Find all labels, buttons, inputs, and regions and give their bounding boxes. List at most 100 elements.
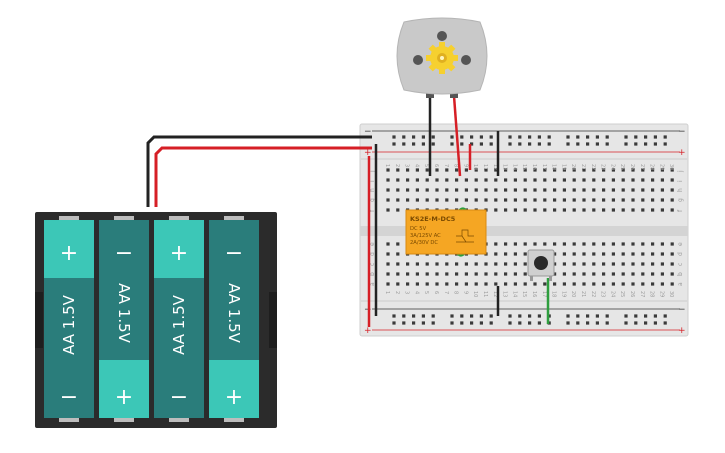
- breadboard-hole[interactable]: [523, 198, 527, 202]
- breadboard-hole[interactable]: [494, 262, 498, 266]
- breadboard-hole[interactable]: [670, 272, 674, 276]
- breadboard-hole[interactable]: [631, 198, 635, 202]
- breadboard-hole[interactable]: [660, 208, 664, 212]
- breadboard-hole[interactable]: [670, 208, 674, 212]
- breadboard-hole[interactable]: [543, 208, 547, 212]
- rail-hole[interactable]: [431, 135, 435, 139]
- breadboard-hole[interactable]: [445, 272, 449, 276]
- breadboard-hole[interactable]: [464, 272, 468, 276]
- breadboard-hole[interactable]: [592, 168, 596, 172]
- breadboard-hole[interactable]: [445, 178, 449, 182]
- breadboard-hole[interactable]: [602, 262, 606, 266]
- breadboard-hole[interactable]: [631, 178, 635, 182]
- breadboard-hole[interactable]: [474, 178, 478, 182]
- breadboard-hole[interactable]: [543, 242, 547, 246]
- breadboard-hole[interactable]: [602, 282, 606, 286]
- breadboard-hole[interactable]: [513, 188, 517, 192]
- breadboard-hole[interactable]: [602, 168, 606, 172]
- breadboard-hole[interactable]: [415, 168, 419, 172]
- breadboard-hole[interactable]: [670, 188, 674, 192]
- rail-hole[interactable]: [537, 142, 541, 146]
- breadboard-hole[interactable]: [582, 188, 586, 192]
- breadboard-hole[interactable]: [396, 178, 400, 182]
- breadboard-hole[interactable]: [533, 188, 537, 192]
- breadboard-hole[interactable]: [641, 272, 645, 276]
- breadboard-hole[interactable]: [553, 242, 557, 246]
- breadboard-hole[interactable]: [425, 262, 429, 266]
- breadboard-hole[interactable]: [396, 168, 400, 172]
- wire-battery-red[interactable]: [154, 146, 372, 207]
- rail-hole[interactable]: [421, 314, 425, 318]
- breadboard-hole[interactable]: [435, 168, 439, 172]
- breadboard-hole[interactable]: [641, 208, 645, 212]
- breadboard-hole[interactable]: [631, 272, 635, 276]
- breadboard-hole[interactable]: [553, 272, 557, 276]
- breadboard-hole[interactable]: [611, 262, 615, 266]
- rail-hole[interactable]: [450, 135, 454, 139]
- rail-hole[interactable]: [624, 135, 628, 139]
- rail-hole[interactable]: [586, 142, 590, 146]
- breadboard-hole[interactable]: [386, 282, 390, 286]
- breadboard-hole[interactable]: [396, 198, 400, 202]
- breadboard-hole[interactable]: [494, 168, 498, 172]
- breadboard-hole[interactable]: [504, 168, 508, 172]
- breadboard-hole[interactable]: [670, 252, 674, 256]
- breadboard-hole[interactable]: [455, 178, 459, 182]
- breadboard-hole[interactable]: [406, 168, 410, 172]
- breadboard-hole[interactable]: [641, 188, 645, 192]
- breadboard-hole[interactable]: [562, 242, 566, 246]
- breadboard-hole[interactable]: [386, 242, 390, 246]
- breadboard-hole[interactable]: [523, 242, 527, 246]
- breadboard-hole[interactable]: [631, 252, 635, 256]
- rail-hole[interactable]: [460, 135, 464, 139]
- breadboard-hole[interactable]: [504, 262, 508, 266]
- breadboard-hole[interactable]: [386, 272, 390, 276]
- battery-pack[interactable]: +−AA 1.5V−+AA 1.5V+−AA 1.5V−+AA 1.5V: [35, 212, 277, 428]
- rail-hole[interactable]: [595, 321, 599, 325]
- breadboard-hole[interactable]: [533, 208, 537, 212]
- breadboard-hole[interactable]: [504, 188, 508, 192]
- breadboard-hole[interactable]: [406, 188, 410, 192]
- rail-hole[interactable]: [479, 135, 483, 139]
- rail-hole[interactable]: [547, 135, 551, 139]
- rail-hole[interactable]: [605, 321, 609, 325]
- breadboard-hole[interactable]: [572, 178, 576, 182]
- rail-hole[interactable]: [470, 314, 474, 318]
- breadboard-hole[interactable]: [543, 188, 547, 192]
- breadboard-hole[interactable]: [611, 208, 615, 212]
- rail-hole[interactable]: [644, 321, 648, 325]
- rail-hole[interactable]: [508, 142, 512, 146]
- rail-hole[interactable]: [421, 135, 425, 139]
- breadboard-hole[interactable]: [474, 282, 478, 286]
- rail-hole[interactable]: [431, 142, 435, 146]
- breadboard-hole[interactable]: [621, 188, 625, 192]
- rail-hole[interactable]: [537, 135, 541, 139]
- breadboard-hole[interactable]: [494, 272, 498, 276]
- breadboard-hole[interactable]: [523, 178, 527, 182]
- breadboard-hole[interactable]: [504, 252, 508, 256]
- rail-hole[interactable]: [392, 314, 396, 318]
- breadboard-hole[interactable]: [621, 208, 625, 212]
- breadboard-hole[interactable]: [386, 178, 390, 182]
- breadboard-hole[interactable]: [474, 198, 478, 202]
- rail-hole[interactable]: [421, 321, 425, 325]
- relay-icon[interactable]: KS2E-M-DC5 DC 5V 3A/125V AC 2A/30V DC: [405, 209, 487, 255]
- rail-hole[interactable]: [518, 321, 522, 325]
- rail-hole[interactable]: [392, 321, 396, 325]
- breadboard-hole[interactable]: [484, 178, 488, 182]
- breadboard-hole[interactable]: [415, 282, 419, 286]
- breadboard-hole[interactable]: [484, 262, 488, 266]
- breadboard-hole[interactable]: [602, 208, 606, 212]
- breadboard-hole[interactable]: [621, 252, 625, 256]
- rail-hole[interactable]: [431, 321, 435, 325]
- rail-hole[interactable]: [653, 321, 657, 325]
- breadboard-hole[interactable]: [660, 178, 664, 182]
- breadboard-hole[interactable]: [504, 272, 508, 276]
- breadboard-hole[interactable]: [464, 168, 468, 172]
- rail-hole[interactable]: [412, 135, 416, 139]
- breadboard-hole[interactable]: [386, 262, 390, 266]
- breadboard-hole[interactable]: [651, 282, 655, 286]
- breadboard-hole[interactable]: [386, 208, 390, 212]
- breadboard-hole[interactable]: [592, 272, 596, 276]
- rail-hole[interactable]: [392, 135, 396, 139]
